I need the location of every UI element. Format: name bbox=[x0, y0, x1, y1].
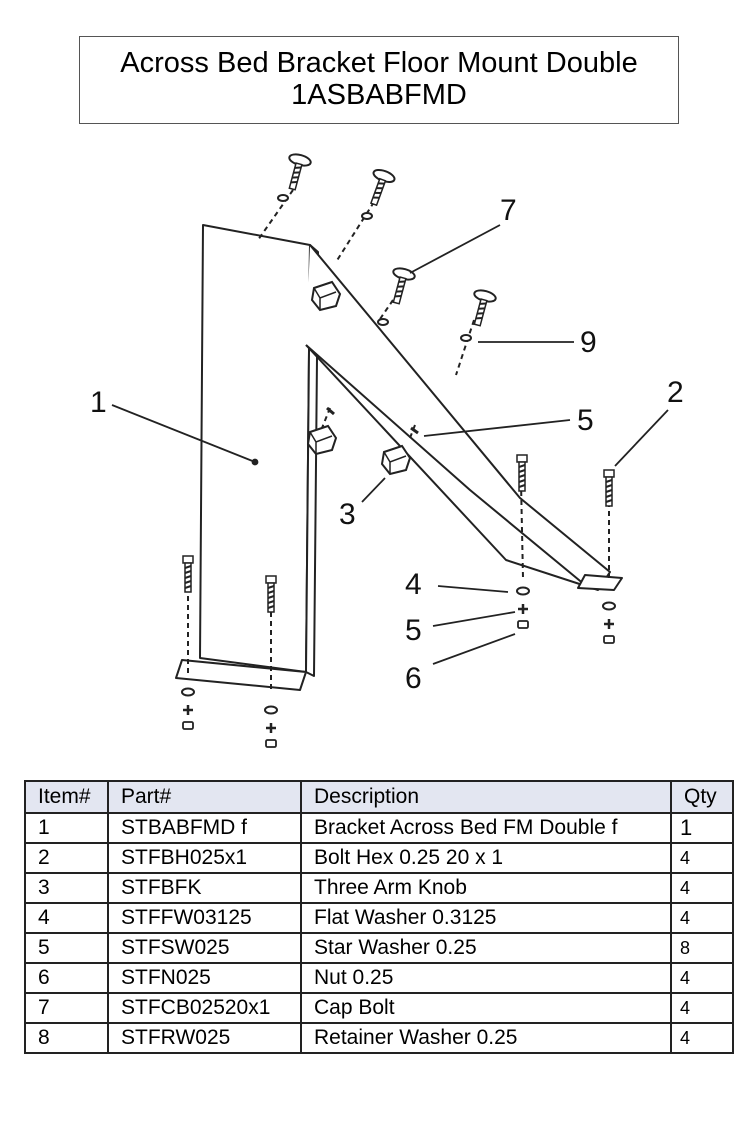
header-part: Part# bbox=[107, 780, 302, 814]
cell-description: Three Arm Knob bbox=[300, 872, 672, 904]
header-description: Description bbox=[300, 780, 672, 814]
cell-part: STFBFK bbox=[107, 872, 302, 904]
three-arm-knobs bbox=[307, 281, 419, 475]
table-row: 7 STFCB02520x1 Cap Bolt 4 bbox=[24, 992, 734, 1024]
table-row: 5 STFSW025 Star Washer 0.25 8 bbox=[24, 932, 734, 964]
callout-2: 2 bbox=[667, 376, 684, 409]
cell-part: STFFW03125 bbox=[107, 902, 302, 934]
diagram-title: Across Bed Bracket Floor Mount Double bbox=[120, 47, 638, 79]
callout-1: 1 bbox=[90, 386, 107, 419]
cell-qty: 1 bbox=[670, 812, 734, 844]
callout-6: 6 bbox=[405, 662, 422, 695]
cell-qty: 4 bbox=[670, 902, 734, 934]
header-qty: Qty bbox=[670, 780, 734, 814]
cell-qty: 4 bbox=[670, 1022, 734, 1054]
callout-5-upper: 5 bbox=[577, 404, 594, 437]
table-row: 6 STFN025 Nut 0.25 4 bbox=[24, 962, 734, 994]
callout-4: 4 bbox=[405, 568, 422, 601]
cell-item: 7 bbox=[24, 992, 109, 1024]
callout-3: 3 bbox=[339, 498, 356, 531]
cell-description: Bolt Hex 0.25 20 x 1 bbox=[300, 842, 672, 874]
callout-5-lower: 5 bbox=[405, 614, 422, 647]
table-row: 3 STFBFK Three Arm Knob 4 bbox=[24, 872, 734, 904]
cell-description: Retainer Washer 0.25 bbox=[300, 1022, 672, 1054]
cap-bolts bbox=[277, 151, 498, 342]
callout-9: 9 bbox=[580, 326, 597, 359]
parts-table-header: Item# Part# Description Qty bbox=[24, 780, 734, 814]
cell-item: 2 bbox=[24, 842, 109, 874]
cell-item: 6 bbox=[24, 962, 109, 994]
cell-part: STFBH025x1 bbox=[107, 842, 302, 874]
bracket-body bbox=[175, 224, 623, 691]
cell-description: Cap Bolt bbox=[300, 992, 672, 1024]
cell-part: STFSW025 bbox=[107, 932, 302, 964]
cell-description: Flat Washer 0.3125 bbox=[300, 902, 672, 934]
cell-description: Bracket Across Bed FM Double f bbox=[300, 812, 672, 844]
table-row: 2 STFBH025x1 Bolt Hex 0.25 20 x 1 4 bbox=[24, 842, 734, 874]
cell-qty: 8 bbox=[670, 932, 734, 964]
leader-lines bbox=[111, 224, 669, 665]
table-row: 1 STBABFMD f Bracket Across Bed FM Doubl… bbox=[24, 812, 734, 844]
cell-description: Nut 0.25 bbox=[300, 962, 672, 994]
cell-qty: 4 bbox=[670, 992, 734, 1024]
cell-part: STFCB02520x1 bbox=[107, 992, 302, 1024]
cell-part: STFN025 bbox=[107, 962, 302, 994]
cell-part: STFRW025 bbox=[107, 1022, 302, 1054]
table-row: 4 STFFW03125 Flat Washer 0.3125 4 bbox=[24, 902, 734, 934]
cell-qty: 4 bbox=[670, 962, 734, 994]
diagram-title-box: Across Bed Bracket Floor Mount Double 1A… bbox=[79, 36, 679, 124]
cell-qty: 4 bbox=[670, 872, 734, 904]
cell-part: STBABFMD f bbox=[107, 812, 302, 844]
table-row: 8 STFRW025 Retainer Washer 0.25 4 bbox=[24, 1022, 734, 1054]
header-item: Item# bbox=[24, 780, 109, 814]
cell-qty: 4 bbox=[670, 842, 734, 874]
assembly-part-number: 1ASBABFMD bbox=[291, 79, 467, 111]
parts-table: Item# Part# Description Qty 1 STBABFMD f… bbox=[24, 780, 734, 1054]
cell-item: 4 bbox=[24, 902, 109, 934]
cell-item: 3 bbox=[24, 872, 109, 904]
cell-item: 5 bbox=[24, 932, 109, 964]
callout-7: 7 bbox=[500, 194, 517, 227]
cell-item: 1 bbox=[24, 812, 109, 844]
cell-description: Star Washer 0.25 bbox=[300, 932, 672, 964]
exploded-assembly-diagram: 1 2 3 4 5 5 6 7 9 bbox=[90, 151, 684, 749]
cell-item: 8 bbox=[24, 1022, 109, 1054]
